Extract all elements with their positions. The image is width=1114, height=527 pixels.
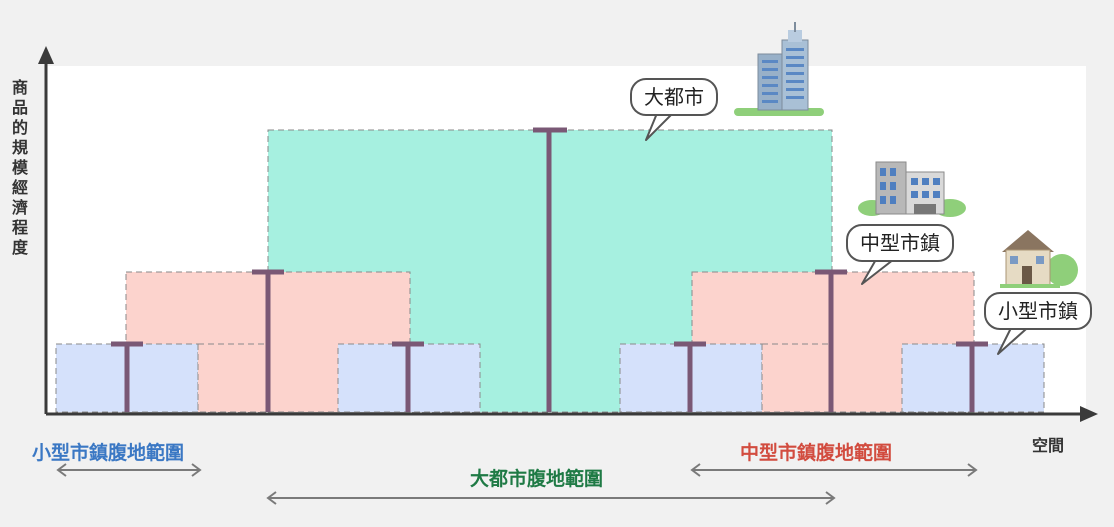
office-building-icon: [858, 161, 966, 217]
y-axis-label: 商品的規模經濟程度: [11, 78, 28, 257]
small-town-poles: [111, 341, 988, 412]
house-icon: [1000, 230, 1078, 288]
metropolis-range-label: 大都市腹地範圍: [470, 468, 604, 490]
small-town-bubble: 小型市鎮: [984, 292, 1092, 330]
medium-fill-segment-2: [761, 343, 833, 413]
medium-town-range-label: 中型市鎮腹地範圍: [740, 442, 893, 464]
medium-fill-segment-1: [197, 343, 269, 413]
small-town-range-label: 小型市鎮腹地範圍: [32, 442, 185, 464]
metropolis-pole: [533, 127, 567, 412]
x-axis-label: 空間: [1032, 436, 1065, 455]
medium-town-poles: [252, 269, 847, 412]
skyscraper-icon: [734, 22, 824, 116]
metropolis-bubble: 大都市: [630, 78, 718, 116]
axes: [38, 46, 1098, 422]
range-arrows: [56, 463, 978, 505]
medium-town-bubble: 中型市鎮: [846, 224, 954, 262]
